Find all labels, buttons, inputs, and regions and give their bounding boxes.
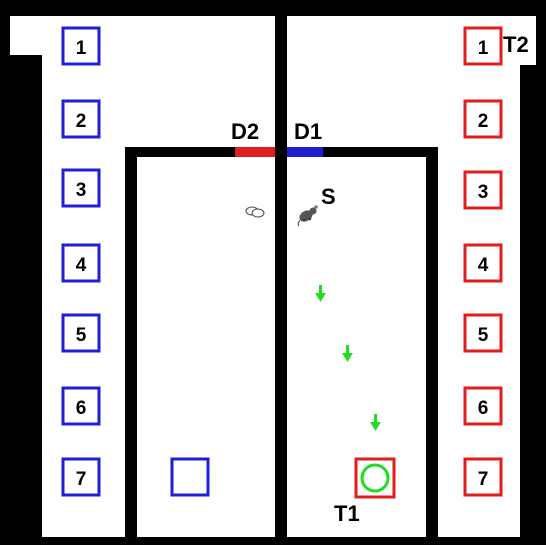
right-box-6-label: 6 — [478, 398, 489, 419]
left-compartment-box — [172, 459, 208, 495]
mouse-icon — [297, 205, 317, 226]
left-box-4-label: 4 — [76, 255, 87, 276]
down-arrow-icon — [370, 414, 381, 431]
left-box-column: 1 2 3 4 5 6 7 — [63, 28, 99, 495]
left-box-6-label: 6 — [76, 398, 87, 419]
door-d1 — [287, 147, 323, 157]
outer-frame-top — [0, 0, 546, 16]
right-box-5-label: 5 — [478, 325, 489, 346]
left-box-7-label: 7 — [76, 469, 87, 490]
inner-wall-top-right — [323, 147, 438, 157]
inner-wall-right — [426, 147, 438, 537]
left-box-1-label: 1 — [76, 38, 87, 59]
right-box-column: 1 2 3 4 5 6 7 — [465, 28, 501, 495]
door-d2 — [235, 147, 275, 157]
outer-frame-left — [0, 0, 10, 545]
left-box-2-label: 2 — [76, 111, 87, 132]
door-d2-label: D2 — [231, 119, 259, 144]
outer-frame-right — [536, 0, 546, 545]
left-box-3-label: 3 — [76, 180, 87, 201]
door-d1-label: D1 — [294, 119, 322, 144]
right-box-1-label: 1 — [478, 38, 489, 59]
right-box-7-label: 7 — [478, 469, 489, 490]
right-box-2-label: 2 — [478, 111, 489, 132]
t2-label: T2 — [503, 32, 529, 57]
right-side-wall — [520, 65, 536, 537]
pellet-icon — [246, 207, 264, 217]
left-box-5-label: 5 — [76, 325, 87, 346]
down-arrow-icon — [342, 345, 353, 362]
inner-wall-left — [125, 147, 137, 537]
inner-wall-top-left — [125, 147, 235, 157]
start-label: S — [321, 184, 336, 209]
right-box-3-label: 3 — [478, 182, 489, 203]
down-arrow-icon — [315, 285, 326, 302]
left-side-wall — [10, 55, 42, 537]
t1-label: T1 — [334, 501, 360, 526]
center-divider — [275, 16, 287, 537]
right-box-4-label: 4 — [478, 255, 489, 276]
outer-frame-bottom — [0, 537, 546, 545]
